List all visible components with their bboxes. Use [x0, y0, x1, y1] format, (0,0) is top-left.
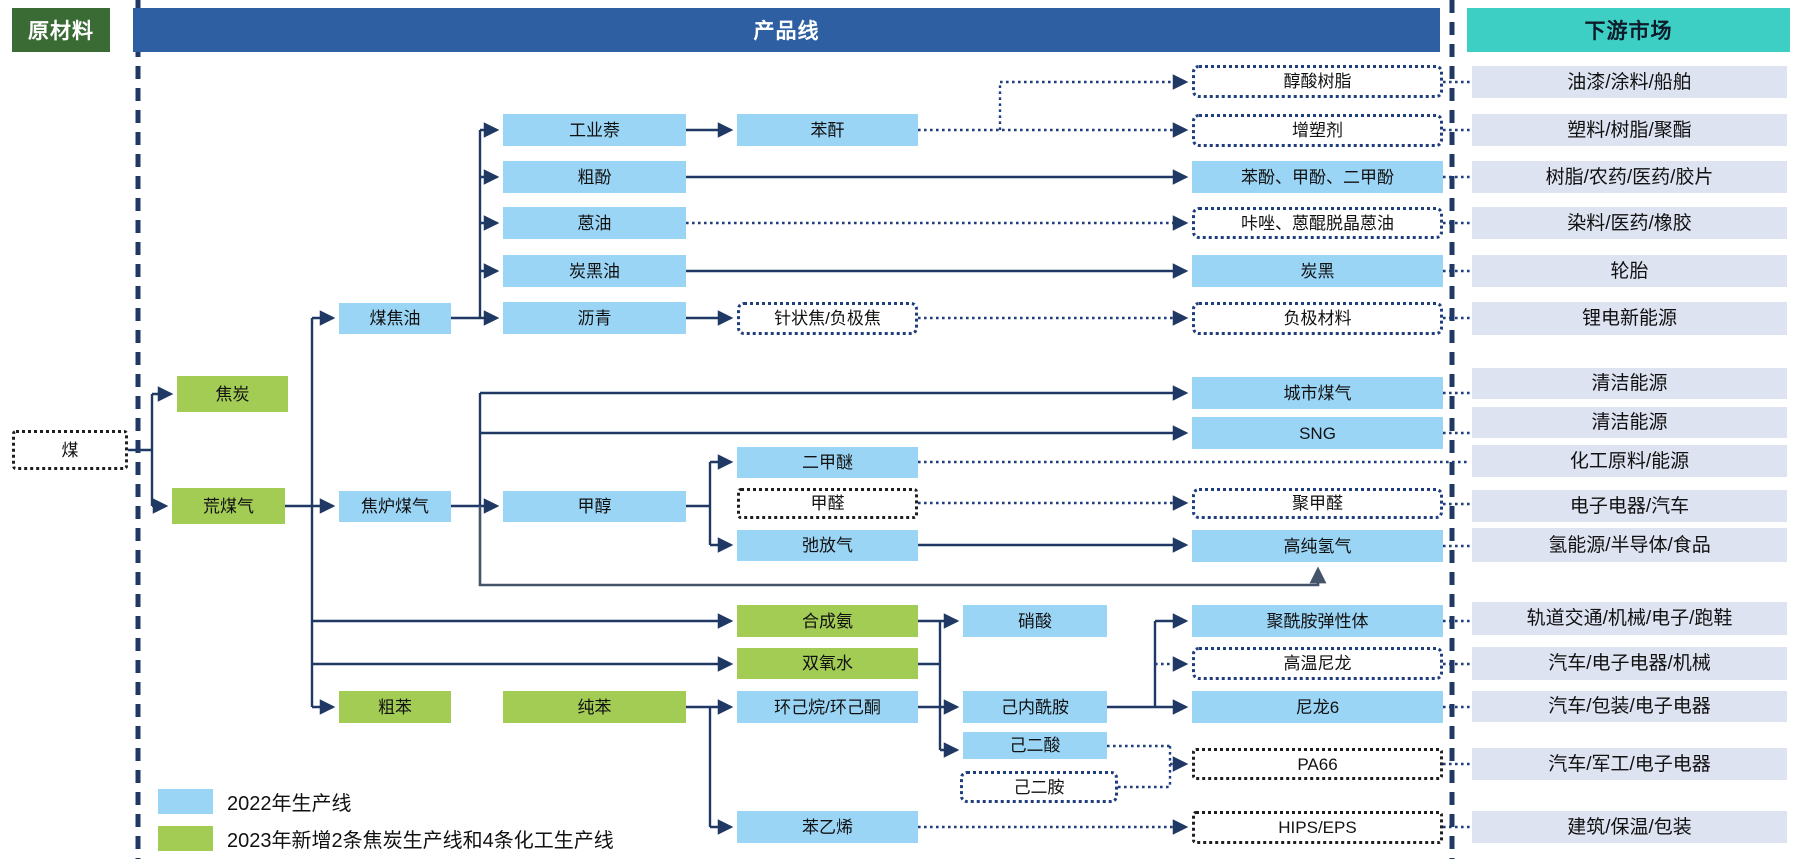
- styrene: 苯乙烯: [737, 811, 918, 843]
- pa66: PA66: [1192, 748, 1443, 780]
- market-auto-packaging-electronics: 汽车/包装/电子电器: [1472, 691, 1787, 722]
- carbon-black: 炭黑: [1192, 255, 1443, 287]
- coke: 焦炭: [177, 376, 288, 412]
- market-electronics-auto: 电子电器/汽车: [1472, 490, 1787, 522]
- market-auto-electronics-machinery: 汽车/电子电器/机械: [1472, 647, 1787, 680]
- market-resin-pesticide-medicine-film: 树脂/农药/医药/胶片: [1472, 161, 1787, 193]
- high-purity-hydrogen: 高纯氢气: [1192, 530, 1443, 562]
- legend-2022: 2022年生产线: [158, 787, 614, 816]
- needle-coke: 针状焦/负极焦: [737, 302, 918, 335]
- legend-2022-swatch: [158, 789, 213, 814]
- crude-phenol: 粗酚: [503, 161, 686, 193]
- legend: 2022年生产线 2023年新增2条焦炭生产线和4条化工生产线: [158, 787, 614, 859]
- anode-material: 负极材料: [1192, 302, 1443, 335]
- product-line-header: 产品线: [133, 8, 1440, 52]
- pure-benzene: 纯苯: [503, 691, 686, 723]
- coal: 煤: [12, 430, 128, 470]
- market-hydrogen-semiconductor-food: 氢能源/半导体/食品: [1472, 528, 1787, 562]
- industrial-naphthalene: 工业萘: [503, 114, 686, 146]
- market-chemical-feedstock-energy: 化工原料/能源: [1472, 445, 1787, 477]
- market-paint-coating-ship: 油漆/涂料/船舶: [1472, 66, 1787, 98]
- nitric-acid: 硝酸: [963, 605, 1107, 637]
- phenol-cresol-xylenol: 苯酚、甲酚、二甲酚: [1192, 161, 1443, 193]
- caprolactam: 己内酰胺: [963, 691, 1107, 723]
- phthalic-anhydride: 苯酐: [737, 114, 918, 146]
- sng: SNG: [1192, 417, 1443, 449]
- crude-benzene: 粗苯: [339, 691, 451, 723]
- downstream-market-header: 下游市场: [1467, 8, 1790, 52]
- dme: 二甲醚: [737, 447, 918, 478]
- pitch: 沥青: [503, 302, 686, 334]
- alkyd-resin: 醇酸树脂: [1192, 65, 1443, 98]
- purge-gas: 弛放气: [737, 530, 918, 561]
- hexanediamine: 己二胺: [960, 771, 1118, 803]
- market-clean-energy-2: 清洁能源: [1472, 407, 1787, 438]
- formaldehyde: 甲醛: [737, 488, 918, 519]
- high-temp-nylon: 高温尼龙: [1192, 647, 1443, 680]
- hydrogen-peroxide: 双氧水: [737, 648, 918, 679]
- carbon-black-oil: 炭黑油: [503, 255, 686, 287]
- hips-eps: HIPS/EPS: [1192, 811, 1443, 844]
- adipic-acid: 己二酸: [963, 732, 1107, 759]
- market-tire: 轮胎: [1472, 255, 1787, 287]
- nylon-6: 尼龙6: [1192, 691, 1443, 723]
- market-dye-medicine-rubber: 染料/医药/橡胶: [1472, 207, 1787, 239]
- methanol: 甲醇: [503, 491, 686, 522]
- market-rail-machinery-electronics-shoes: 轨道交通/机械/电子/跑鞋: [1472, 602, 1787, 635]
- raw-coal-gas: 荒煤气: [172, 488, 285, 524]
- legend-2023-swatch: [158, 826, 213, 851]
- market-construction-insulation-packaging: 建筑/保温/包装: [1472, 811, 1787, 843]
- carbazole-anthraquinone-oil: 咔唑、蒽醌脱晶蒽油: [1192, 207, 1443, 239]
- cyclohexane-cyclohexanone: 环己烷/环己酮: [737, 691, 918, 723]
- synthetic-ammonia: 合成氨: [737, 605, 918, 637]
- market-lithium-new-energy: 锂电新能源: [1472, 302, 1787, 335]
- polyformaldehyde: 聚甲醛: [1192, 488, 1443, 519]
- plasticizer: 增塑剂: [1192, 114, 1443, 147]
- market-auto-military-electronics: 汽车/军工/电子电器: [1472, 748, 1787, 780]
- legend-2022-label: 2022年生产线: [227, 793, 352, 815]
- market-plastic-resin-polyester: 塑料/树脂/聚酯: [1472, 114, 1787, 146]
- city-gas: 城市煤气: [1192, 377, 1443, 409]
- anthracene-oil: 蒽油: [503, 207, 686, 239]
- coal-tar: 煤焦油: [339, 303, 451, 334]
- legend-2023: 2023年新增2条焦炭生产线和4条化工生产线: [158, 824, 614, 853]
- legend-2023-label: 2023年新增2条焦炭生产线和4条化工生产线: [227, 830, 614, 852]
- market-clean-energy-1: 清洁能源: [1472, 368, 1787, 399]
- raw-materials-header: 原材料: [12, 8, 110, 52]
- polyamide-elastomer: 聚酰胺弹性体: [1192, 605, 1443, 637]
- coke-oven-gas: 焦炉煤气: [339, 491, 451, 522]
